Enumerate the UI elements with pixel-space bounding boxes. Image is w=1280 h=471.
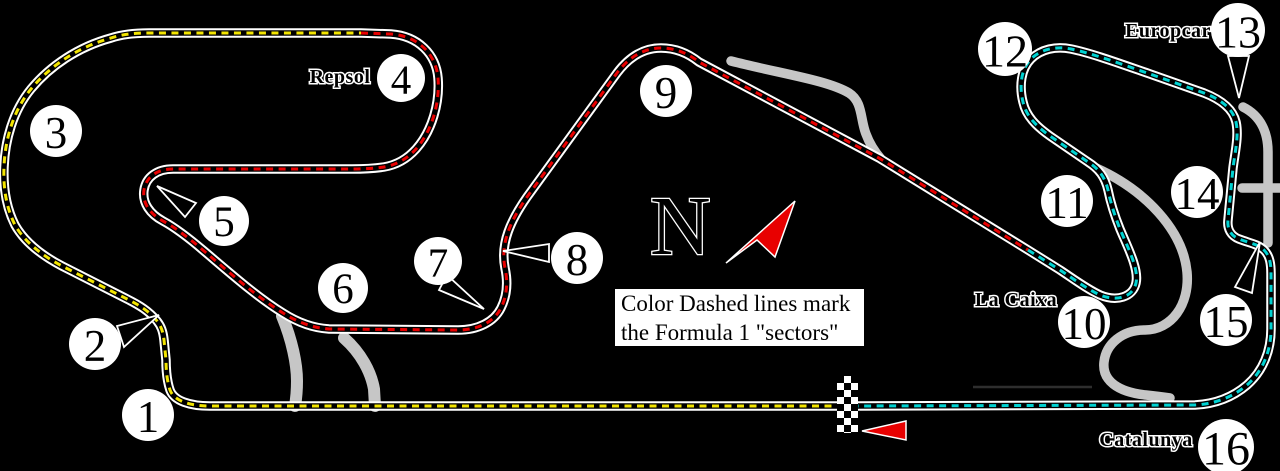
sector2-dashes [142, 31, 1029, 332]
corner-marker-13: 13 [1211, 3, 1265, 57]
corner-number: 15 [1204, 297, 1249, 347]
corner-marker-3: 3 [30, 105, 82, 158]
legend-line2: the Formula 1 "sectors" [621, 320, 838, 345]
sector1-dashes [2, 31, 844, 408]
corner-circle [1041, 175, 1093, 227]
corner-circle [377, 54, 425, 102]
corner-marker-8: 8 [551, 232, 603, 285]
north-label: N [650, 180, 711, 273]
corner-marker-11: 11 [1041, 175, 1093, 228]
corner-circle [414, 237, 462, 285]
corner-marker-6: 6 [318, 263, 368, 313]
corner-number: 12 [982, 25, 1028, 76]
corner-marker-16: 16 [1198, 419, 1254, 471]
corner-pointer-13 [1226, 55, 1251, 99]
corner-number: 8 [566, 235, 589, 285]
corner-circle [69, 318, 121, 370]
corner-circle [1058, 296, 1110, 348]
corner-marker-14: 14 [1171, 166, 1223, 219]
corner-number: 16 [1202, 422, 1250, 471]
label-la-caixa: La Caixa [975, 289, 1057, 311]
corner-pointer-8 [502, 242, 550, 264]
corner-marker-5: 5 [199, 196, 249, 246]
corner-number: 10 [1062, 299, 1107, 349]
corner-circle [1171, 166, 1223, 218]
corner-marker-1: 1 [122, 389, 174, 442]
corner-number: 3 [45, 108, 68, 158]
corner-circle [978, 22, 1032, 76]
corner-marker-2: 2 [69, 318, 121, 371]
corner-number: 2 [84, 321, 107, 371]
corner-marker-7: 7 [414, 237, 462, 286]
corner-circle [199, 196, 249, 246]
corner-circle [318, 263, 368, 313]
label-repsol: Repsol [310, 66, 371, 88]
corner-pointer-5 [156, 185, 198, 219]
corner-marker-9: 9 [640, 65, 692, 118]
school-link-ramps [276, 310, 381, 412]
alt-route-roads [726, 56, 1280, 403]
corner-number: 4 [391, 57, 412, 103]
corner-pointer-2 [115, 314, 160, 349]
legend-line1: Color Dashed lines mark [621, 291, 851, 316]
corner-marker-15: 15 [1200, 294, 1252, 347]
corner-marker-12: 12 [978, 22, 1032, 76]
direction-arrow [861, 420, 907, 441]
corner-circle [1211, 3, 1265, 57]
corner-circle [640, 65, 692, 117]
label-catalunya: Catalunya [1099, 429, 1192, 451]
start-finish-checker [837, 376, 858, 433]
corner-number: 5 [213, 199, 235, 246]
corner-circle [551, 232, 603, 284]
north-arrow-icon [725, 200, 796, 264]
corner-marker-4: 4 [377, 54, 425, 103]
corner-number: 7 [428, 240, 449, 286]
corner-number: 11 [1045, 178, 1088, 228]
label-europcar: Europcar [1125, 20, 1211, 42]
corner-number: 13 [1215, 6, 1261, 57]
corner-circle [1198, 419, 1254, 471]
corner-pointer-15 [1233, 241, 1261, 295]
corner-number: 14 [1175, 169, 1220, 219]
corner-number: 9 [655, 68, 678, 118]
corner-number: 1 [137, 392, 160, 442]
corner-number: 6 [332, 266, 354, 313]
legend-box [613, 287, 866, 348]
sector3-dashes [853, 46, 1273, 408]
corner-circle [30, 105, 82, 157]
corner-circle [122, 389, 174, 441]
corner-circle [1200, 294, 1252, 346]
corner-marker-10: 10 [1058, 296, 1110, 349]
